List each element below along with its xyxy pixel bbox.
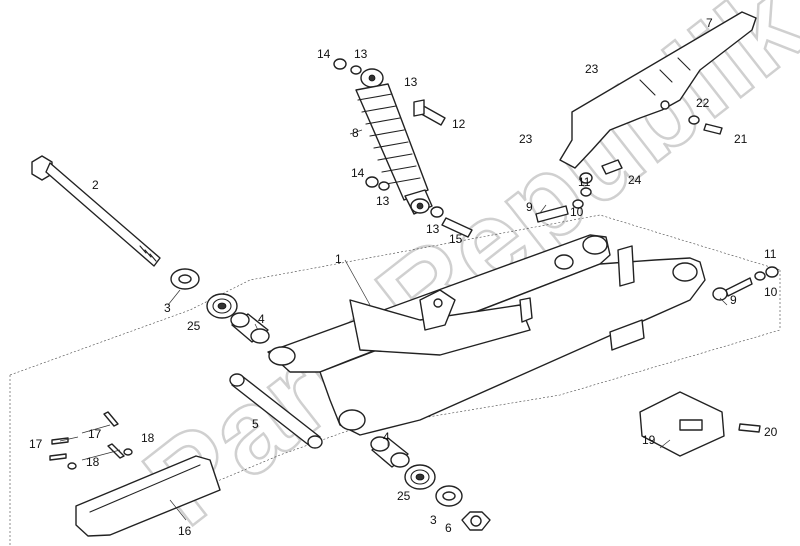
label-part-18-a: 18 bbox=[141, 431, 155, 445]
label-part-12: 12 bbox=[452, 117, 466, 131]
label-part-14-lower: 14 bbox=[351, 166, 365, 180]
label-part-13-c: 13 bbox=[376, 194, 390, 208]
bushing-lower bbox=[370, 436, 410, 468]
label-part-3-lower: 3 bbox=[430, 513, 437, 527]
thrust-washer-lower bbox=[435, 485, 463, 507]
slider-screw bbox=[738, 423, 761, 433]
label-part-23-lower: 23 bbox=[519, 132, 533, 146]
pivot-tube bbox=[229, 373, 323, 449]
label-part-11-right: 11 bbox=[764, 247, 777, 261]
chain-slider-block bbox=[639, 391, 725, 457]
swingarm-axle-bolt bbox=[31, 155, 161, 267]
callout-labels: 1 2 3 3 4 4 5 6 7 8 9 9 10 10 11 11 12 1… bbox=[29, 16, 778, 538]
label-part-13-d: 13 bbox=[426, 222, 440, 236]
label-part-25-lower: 25 bbox=[397, 489, 411, 503]
thrust-washer-upper bbox=[170, 268, 200, 290]
label-part-22: 22 bbox=[696, 96, 710, 110]
label-part-9-upper: 9 bbox=[526, 200, 533, 214]
label-part-8: 8 bbox=[352, 126, 359, 140]
adjuster-hardware bbox=[712, 266, 779, 301]
label-part-24: 24 bbox=[628, 173, 642, 187]
bushing-upper bbox=[230, 312, 270, 344]
label-part-1: 1 bbox=[335, 252, 342, 266]
axle-nut bbox=[461, 511, 491, 531]
label-part-4-upper: 4 bbox=[258, 312, 265, 326]
label-part-13-a: 13 bbox=[354, 47, 368, 61]
label-part-7: 7 bbox=[706, 16, 713, 30]
chain-guard-hardware bbox=[535, 115, 723, 223]
bearing-lower bbox=[404, 464, 436, 490]
label-part-11-upper: 11 bbox=[578, 175, 591, 189]
slider-screws bbox=[49, 411, 133, 470]
label-part-13-b: 13 bbox=[404, 75, 418, 89]
label-part-18-b: 18 bbox=[86, 455, 100, 469]
label-part-21: 21 bbox=[734, 132, 748, 146]
label-part-14-upper: 14 bbox=[317, 47, 331, 61]
label-part-5: 5 bbox=[252, 417, 259, 431]
label-part-23-upper: 23 bbox=[585, 62, 599, 76]
label-part-25-upper: 25 bbox=[187, 319, 201, 333]
shock-absorber bbox=[355, 68, 433, 215]
swingarm bbox=[267, 234, 706, 436]
label-part-2: 2 bbox=[92, 178, 99, 192]
chain-slider bbox=[75, 455, 221, 537]
leader-lines bbox=[59, 129, 728, 521]
label-part-9-right: 9 bbox=[730, 293, 737, 307]
label-part-19: 19 bbox=[642, 433, 656, 447]
label-part-10-right: 10 bbox=[764, 285, 778, 299]
label-part-17-b: 17 bbox=[29, 437, 43, 451]
label-part-6: 6 bbox=[445, 521, 452, 535]
label-part-20: 20 bbox=[764, 425, 778, 439]
label-part-17-a: 17 bbox=[88, 427, 102, 441]
label-part-10-upper: 10 bbox=[570, 205, 584, 219]
label-part-4-lower: 4 bbox=[383, 430, 390, 444]
label-part-16: 16 bbox=[178, 524, 192, 538]
chain-guard bbox=[559, 11, 757, 169]
bearing-upper bbox=[206, 293, 238, 319]
shock-hardware bbox=[333, 58, 473, 238]
label-part-15: 15 bbox=[449, 232, 463, 246]
label-part-3-upper: 3 bbox=[164, 301, 171, 315]
